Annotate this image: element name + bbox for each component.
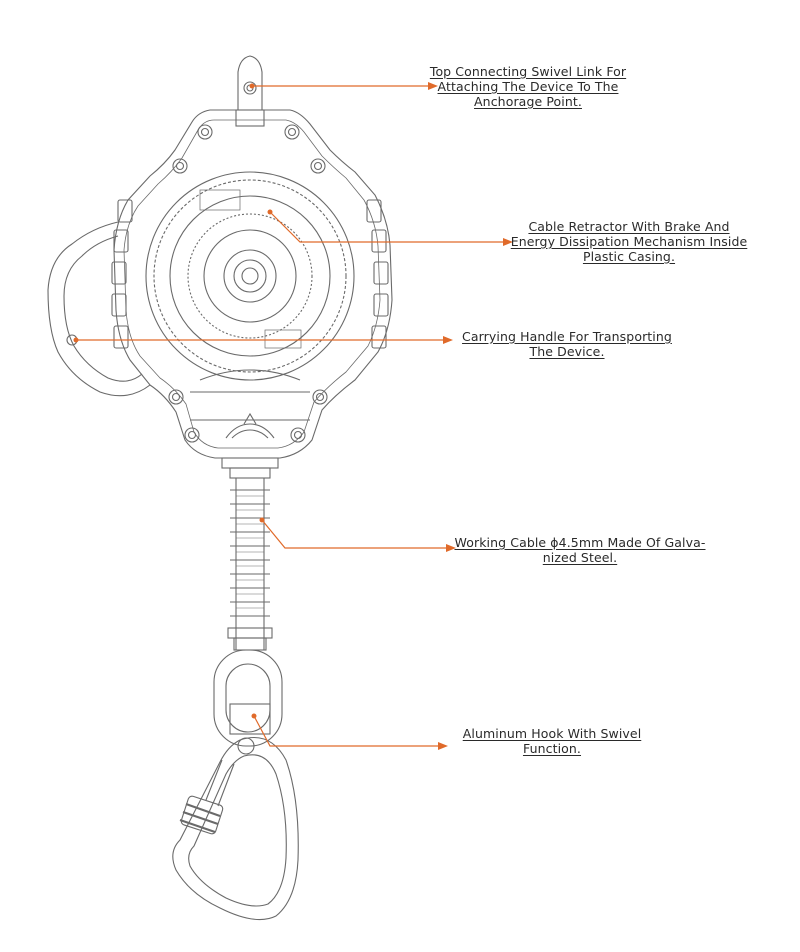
leader-hook — [253, 715, 440, 747]
callout-line: Plastic Casing. — [582, 249, 676, 264]
callout-carrying-handle: Carrying Handle For Transporting The Dev… — [436, 329, 698, 359]
working-cable — [221, 457, 279, 651]
callout-cable-retractor: Cable Retractor With Brake And Energy Di… — [498, 219, 760, 264]
callout-line: Working Cable ϕ4.5mm Made Of Galva- — [454, 535, 706, 550]
carrying-handle — [47, 221, 151, 397]
callout-line: Anchorage Point. — [474, 94, 582, 109]
leader-cable — [261, 519, 448, 549]
callout-working-cable: Working Cable ϕ4.5mm Made Of Galva- nize… — [446, 535, 714, 565]
callout-line: nized Steel. — [542, 550, 618, 565]
callout-line: Carrying Handle For Transporting — [462, 329, 672, 344]
callout-line: Cable Retractor With Brake And — [528, 219, 730, 234]
leader-retractor — [269, 211, 505, 243]
callout-aluminum-hook: Aluminum Hook With Swivel Function. — [432, 726, 672, 756]
callout-line: Energy Dissipation Mechanism Inside — [510, 234, 748, 249]
callout-line: Function. — [522, 741, 582, 756]
swivel-eye — [213, 649, 283, 755]
leader-lines — [76, 85, 505, 747]
top-swivel-link — [235, 55, 265, 127]
callout-swivel-link: Top Connecting Swivel Link For Attaching… — [398, 64, 658, 109]
callout-line: Attaching The Device To The — [437, 79, 619, 94]
leader-arrowheads — [428, 82, 513, 750]
callout-line: Top Connecting Swivel Link For — [429, 64, 627, 79]
callout-line: The Device. — [529, 344, 605, 359]
housing-body — [111, 109, 393, 459]
aluminum-hook — [172, 736, 299, 921]
callout-line: Aluminum Hook With Swivel — [462, 726, 642, 741]
